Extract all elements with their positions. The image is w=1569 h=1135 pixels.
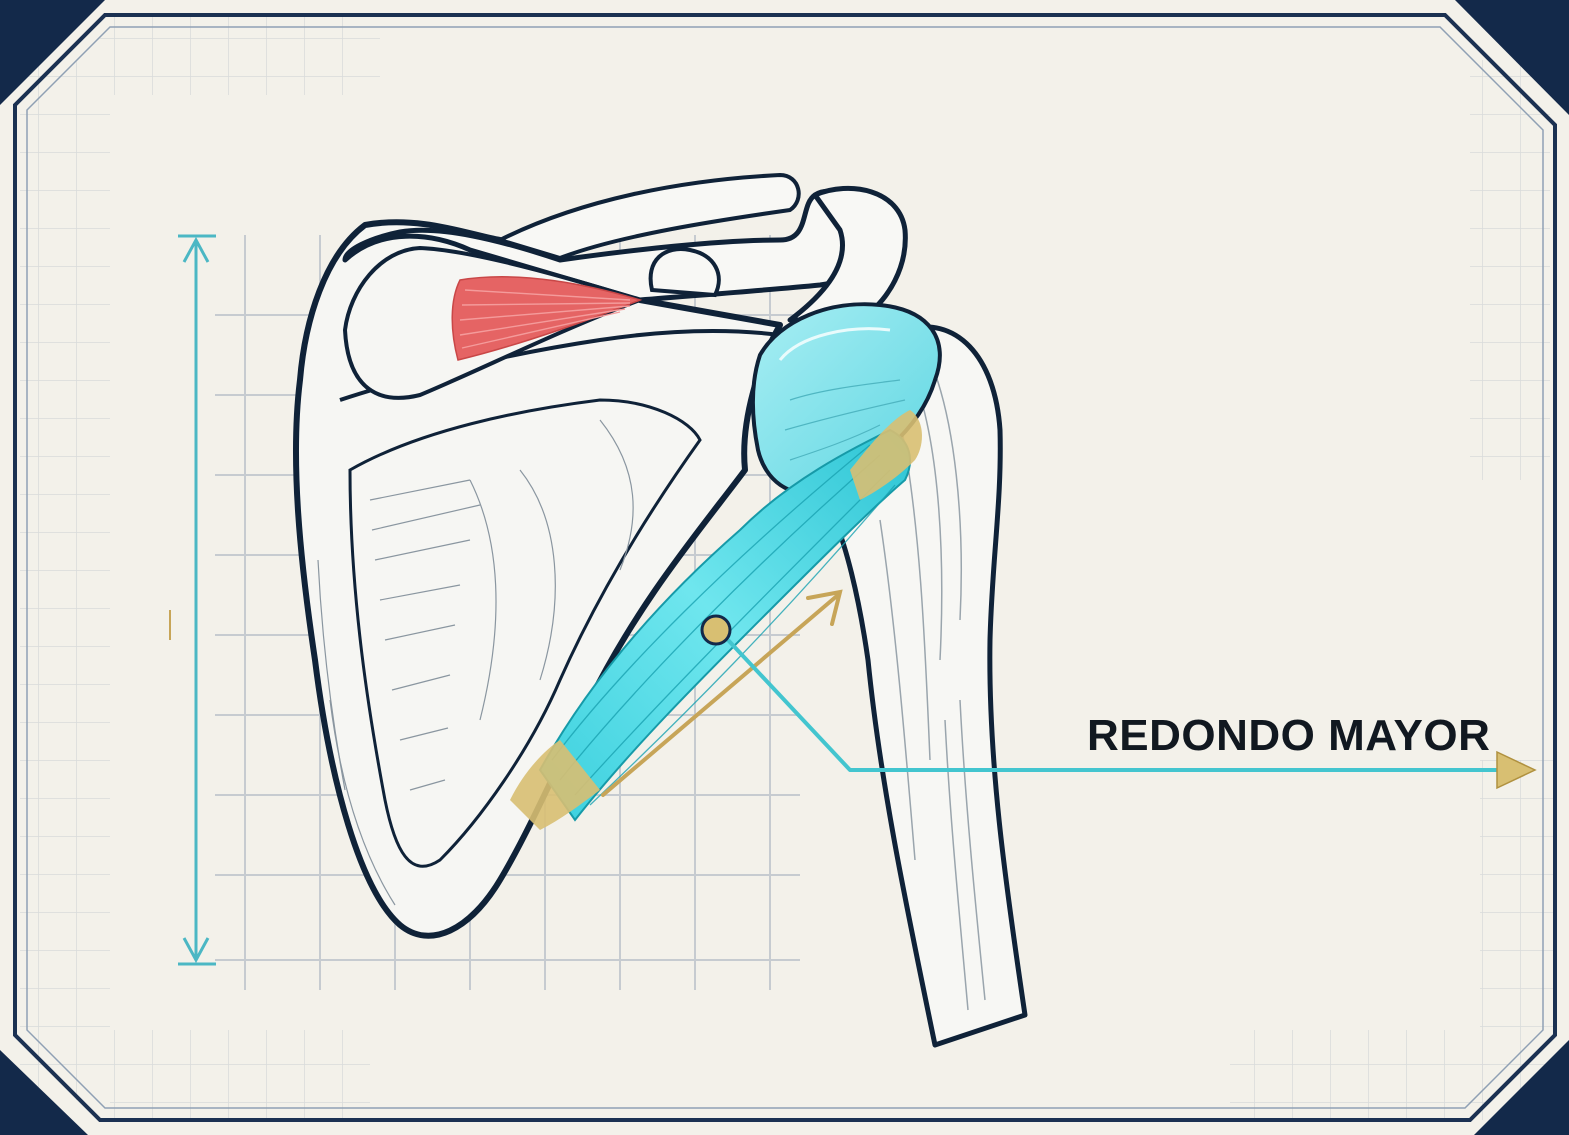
muscle-label: REDONDO MAYOR — [1087, 711, 1490, 760]
leader-anchor-dot — [702, 616, 730, 644]
